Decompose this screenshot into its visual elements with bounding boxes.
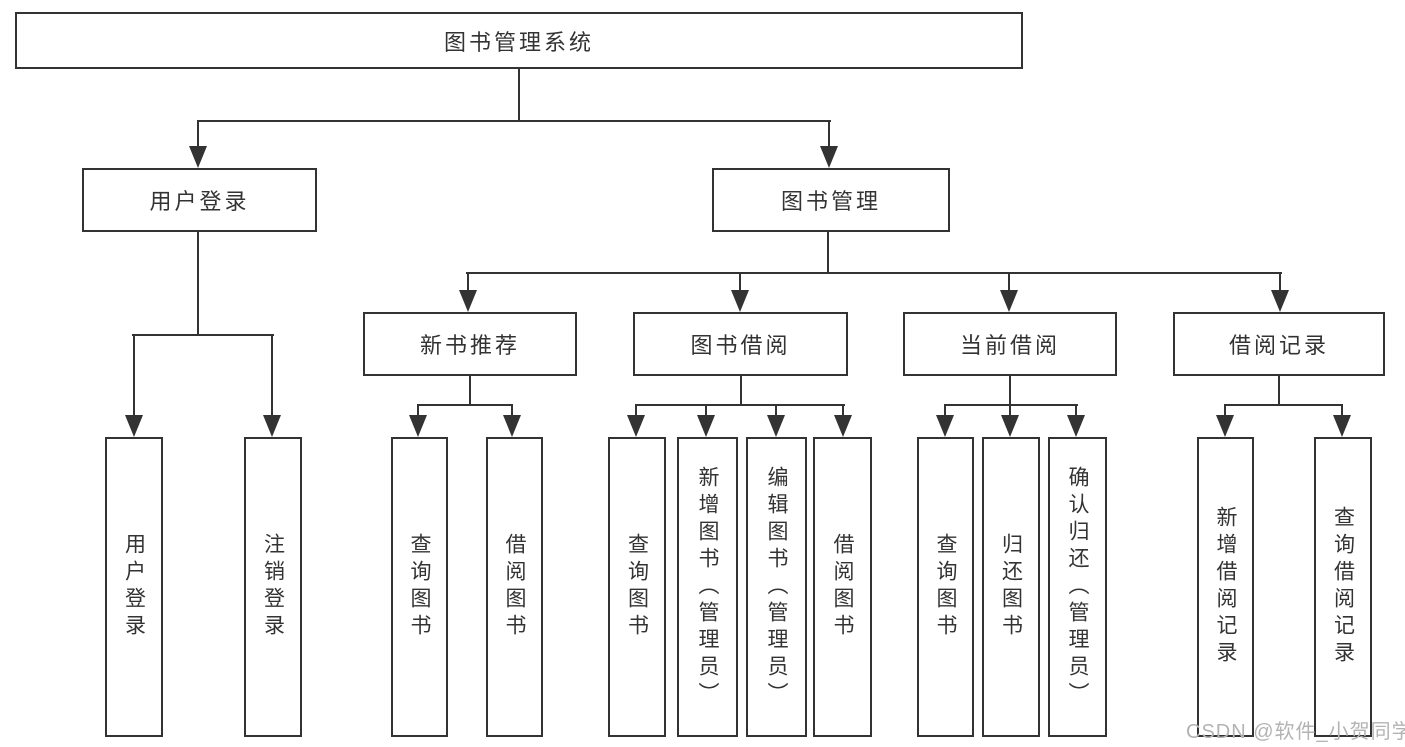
arrow-head-cb-query — [936, 415, 954, 437]
connector-book-borrow-vline — [740, 376, 742, 406]
node-label: 当前借阅 — [959, 333, 1060, 358]
leaf-br-query-record: 查询借阅记录 — [1314, 437, 1372, 737]
connector-book-management-hline — [466, 272, 1282, 274]
arrow-stem-user-login — [197, 120, 199, 148]
connector-book-management-vline — [827, 232, 829, 274]
connector-root-vline — [518, 68, 520, 121]
leaf-cb-return-books: 归还图书 — [982, 437, 1040, 737]
arrow-stem-cb-confirm — [1075, 404, 1077, 416]
leaf-br-add-record: 新增借阅记录 — [1197, 437, 1254, 737]
arrow-stem-borrow-records — [1279, 272, 1281, 292]
leaf-nb-query-books: 查询图书 — [391, 437, 448, 737]
leaf-bb-add-books-admin: 新增图书（管理员） — [677, 437, 738, 737]
leaf-nb-borrow-books: 借阅图书 — [486, 437, 543, 737]
connector-borrow-records-hline — [1224, 404, 1343, 406]
arrow-head-bb-edit — [767, 415, 785, 437]
leaf-label: 用户登录 — [122, 533, 146, 641]
connector-new-book-recommend-vline — [469, 376, 471, 406]
leaf-label: 查询图书 — [625, 533, 649, 641]
node-label: 新书推荐 — [419, 333, 520, 358]
arrow-head-leaf-logout — [263, 415, 281, 437]
node-label: 图书管理系统 — [443, 29, 594, 55]
arrow-stem-br-query — [1341, 404, 1343, 416]
arrow-stem-br-add — [1224, 404, 1226, 416]
connector-borrow-records-vline — [1278, 376, 1280, 406]
csdn-watermark: CSDN @软件_小贺同学 — [1186, 721, 1405, 743]
connector-root-hline — [197, 120, 831, 122]
node-book-management: 图书管理 — [712, 168, 950, 232]
arrow-stem-new-book-recommend — [467, 272, 469, 292]
node-new-book-recommend: 新书推荐 — [363, 312, 577, 376]
leaf-user-login: 用户登录 — [105, 437, 163, 737]
node-label: 图书管理 — [780, 189, 881, 214]
arrow-stem-book-borrow — [739, 272, 741, 292]
arrow-head-nb-query — [409, 415, 427, 437]
connector-book-borrow-hline — [635, 404, 845, 406]
leaf-label: 查询借阅记录 — [1331, 506, 1355, 668]
arrow-stem-bb-edit — [775, 404, 777, 416]
arrow-stem-nb-borrow — [511, 404, 513, 416]
leaf-bb-edit-books-admin: 编辑图书（管理员） — [746, 437, 807, 737]
arrow-head-br-add — [1216, 415, 1234, 437]
connector-current-borrow-hline — [944, 404, 1078, 406]
arrow-head-bb-add — [697, 415, 715, 437]
arrow-head-cb-return — [1001, 415, 1019, 437]
arrow-head-current-borrow — [1000, 290, 1018, 312]
arrow-stem-nb-query — [417, 404, 419, 416]
connector-current-borrow-vline — [1009, 376, 1011, 406]
leaf-label: 查询图书 — [408, 533, 431, 641]
arrow-head-book-borrow — [731, 290, 749, 312]
leaf-cb-query-books: 查询图书 — [917, 437, 974, 737]
leaf-label: 新增借阅记录 — [1214, 506, 1237, 668]
arrow-stem-current-borrow — [1008, 272, 1010, 292]
node-root: 图书管理系统 — [15, 12, 1023, 69]
arrow-stem-bb-borrow — [842, 404, 844, 416]
leaf-bb-borrow-books: 借阅图书 — [813, 437, 872, 737]
arrow-head-new-book-recommend — [459, 290, 477, 312]
arrow-head-cb-confirm — [1067, 415, 1085, 437]
arrow-head-br-query — [1333, 415, 1351, 437]
leaf-label: 确认归还（管理员） — [1066, 465, 1089, 709]
node-label: 图书借阅 — [690, 333, 791, 358]
arrow-stem-cb-query — [944, 404, 946, 416]
arrow-head-borrow-records — [1271, 290, 1289, 312]
arrow-head-bb-query — [627, 415, 645, 437]
leaf-label: 查询图书 — [934, 533, 957, 641]
leaf-label: 编辑图书（管理员） — [765, 465, 788, 709]
connector-user-login-hline — [132, 334, 274, 336]
arrow-head-book-management — [820, 146, 838, 168]
node-current-borrow: 当前借阅 — [903, 312, 1117, 376]
arrow-stem-cb-return — [1009, 404, 1011, 416]
arrow-head-bb-borrow — [834, 415, 852, 437]
arrow-head-user-login — [189, 146, 207, 168]
node-borrow-records: 借阅记录 — [1173, 312, 1385, 376]
leaf-logout: 注销登录 — [244, 437, 302, 737]
arrow-head-leaf-user-login — [125, 415, 143, 437]
node-book-borrow: 图书借阅 — [633, 312, 848, 376]
leaf-bb-query-books: 查询图书 — [608, 437, 666, 737]
connector-user-login-vline — [197, 232, 199, 336]
arrow-stem-leaf-logout — [271, 334, 273, 417]
leaf-label: 注销登录 — [261, 533, 285, 641]
leaf-label: 归还图书 — [999, 533, 1023, 641]
connector-new-book-recommend-hline — [417, 404, 513, 406]
leaf-label: 借阅图书 — [503, 533, 526, 641]
node-user-login: 用户登录 — [82, 168, 317, 232]
leaf-label: 新增图书（管理员） — [696, 465, 719, 709]
arrow-stem-leaf-user-login — [133, 334, 135, 417]
node-label: 借阅记录 — [1228, 333, 1329, 358]
arrow-stem-bb-query — [635, 404, 637, 416]
leaf-label: 借阅图书 — [831, 533, 854, 641]
arrow-stem-bb-add — [705, 404, 707, 416]
node-label: 用户登录 — [149, 189, 250, 214]
arrow-stem-book-management — [828, 120, 830, 148]
arrow-head-nb-borrow — [503, 415, 521, 437]
leaf-cb-confirm-return-admin: 确认归还（管理员） — [1048, 437, 1107, 737]
